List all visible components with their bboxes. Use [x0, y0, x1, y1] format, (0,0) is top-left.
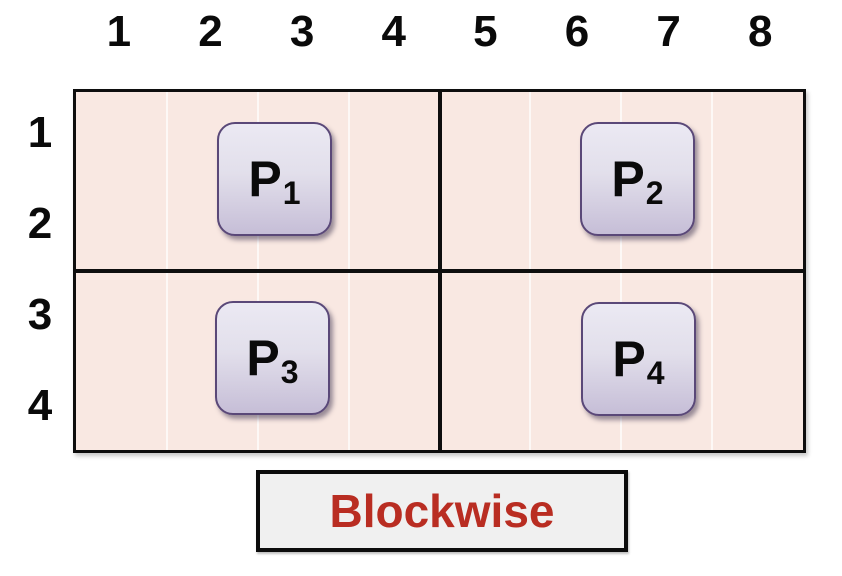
process-label: P	[248, 151, 282, 207]
column-label-6: 6	[564, 7, 590, 56]
column-labels: 1 2 3 4 5 6 7 8	[73, 6, 806, 58]
row-label-1: 1	[27, 107, 53, 157]
process-subscript: 1	[282, 175, 301, 211]
process-label: P	[612, 331, 646, 387]
caption-label: Blockwise	[329, 485, 555, 537]
caption-box: Blockwise	[256, 470, 628, 552]
row-label-4: 4	[27, 380, 53, 430]
column-label-1: 1	[106, 7, 132, 56]
process-subscript: 4	[646, 355, 665, 391]
row-label-2: 2	[27, 198, 53, 248]
row-label-3: 3	[27, 289, 53, 339]
process-subscript: 2	[645, 175, 664, 211]
column-label-3: 3	[289, 7, 315, 56]
column-label-4: 4	[381, 7, 406, 56]
column-label-5: 5	[473, 7, 498, 56]
process-label: P	[246, 330, 280, 386]
process-label: P	[611, 151, 645, 207]
column-label-7: 7	[656, 7, 681, 56]
process-subscript: 3	[280, 354, 299, 390]
column-label-2: 2	[198, 7, 223, 56]
block-divider-horizontal	[76, 269, 803, 273]
row-labels: 1 2 3 4	[8, 87, 72, 451]
column-label-8: 8	[747, 7, 773, 56]
